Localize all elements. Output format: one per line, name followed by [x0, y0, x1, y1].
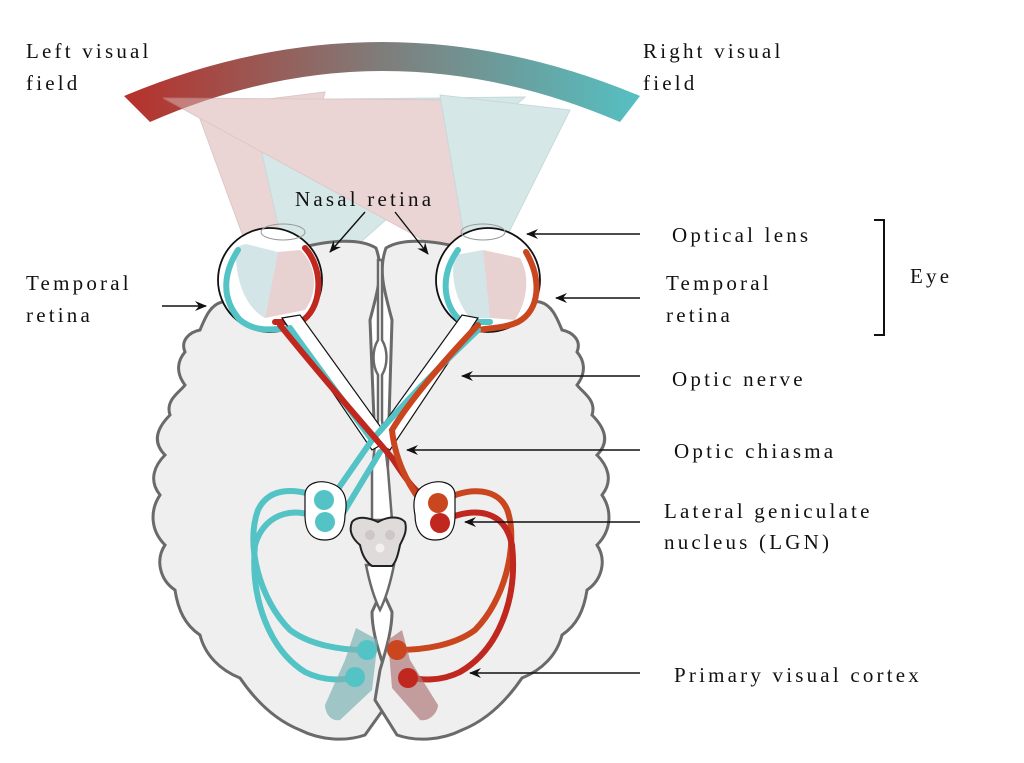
- midbrain-spot-left: [365, 530, 375, 540]
- label-optic-nerve: Optic nerve: [672, 367, 806, 391]
- red-radiation-2: [405, 509, 516, 683]
- label-left-visual-field-line2: field: [26, 71, 80, 95]
- label-optical-lens: Optical lens: [672, 223, 811, 247]
- leader-arrows: [162, 211, 885, 678]
- midbrain-spot-center: [375, 543, 385, 553]
- cortex-left-dot-upper: [357, 640, 377, 660]
- lgn-left-dot-lower: [315, 512, 335, 532]
- teal-radiation-2: [251, 509, 358, 683]
- label-right-visual-field-line2: field: [643, 71, 697, 95]
- arrow-nasal-left: [329, 211, 366, 253]
- label-left-visual-field-line1: Left visual: [26, 39, 152, 63]
- lgn-left-dot-upper: [314, 490, 334, 510]
- right-lens: [460, 223, 506, 241]
- label-primary-visual-cortex: Primary visual cortex: [674, 663, 922, 687]
- arrow-nasal-right: [394, 211, 429, 255]
- lgn-right-dot-upper: [428, 493, 448, 513]
- right-eye: [435, 223, 541, 333]
- label-lgn-line2: nucleus (LGN): [664, 530, 832, 554]
- label-right-visual-field-line1: Right visual: [643, 39, 784, 63]
- label-lgn-line1: Lateral geniculate: [664, 499, 873, 523]
- cortex-right-dot-upper: [387, 640, 407, 660]
- visual-field-arc: [124, 42, 640, 122]
- label-eye: Eye: [910, 264, 952, 288]
- midbrain: [349, 516, 407, 567]
- left-lens: [260, 223, 306, 241]
- midline-lower: [364, 563, 396, 613]
- right-eye-temporal-retina: [475, 249, 540, 333]
- cortex-right-dot-lower: [398, 668, 418, 688]
- midbrain-spot-right: [385, 530, 395, 540]
- red-radiation-1: [394, 488, 515, 653]
- left-eye-temporal-retina: [223, 247, 293, 333]
- lgn-right-dot-lower: [430, 513, 450, 533]
- cortex-left-dot-lower: [345, 667, 365, 687]
- label-temporal-retina-left-line1: Temporal: [26, 271, 132, 295]
- label-temporal-retina-right-line2: retina: [666, 303, 733, 327]
- label-temporal-retina-right-line1: Temporal: [666, 271, 772, 295]
- label-optic-chiasma: Optic chiasma: [674, 439, 836, 463]
- label-nasal-retina: Nasal retina: [295, 187, 434, 211]
- eye-bracket: [874, 219, 885, 336]
- label-temporal-retina-left-line2: retina: [26, 303, 93, 327]
